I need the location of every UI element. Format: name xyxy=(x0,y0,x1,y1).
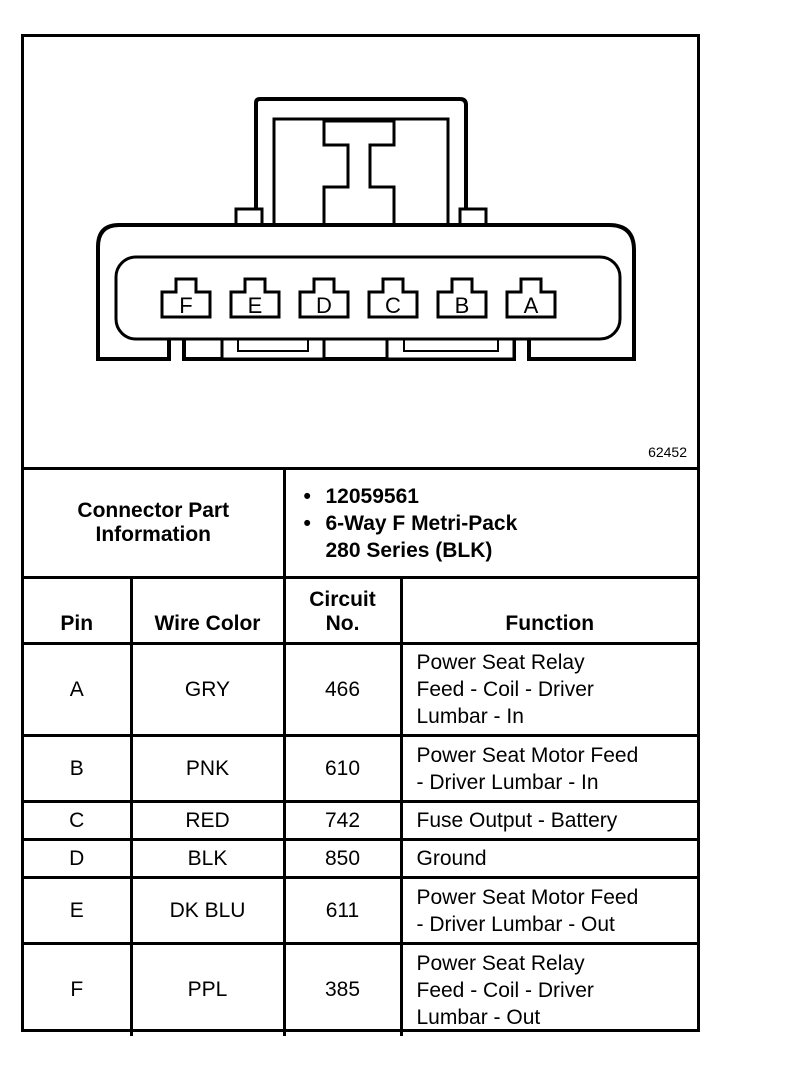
pin-label-d: D xyxy=(316,293,332,318)
connector-table: Connector Part Information •12059561 •6-… xyxy=(24,467,697,1036)
pin-label-b: B xyxy=(455,293,470,318)
pin-cavity-a: A xyxy=(505,277,557,319)
pin-label-f: F xyxy=(179,293,192,318)
pin-label-e: E xyxy=(248,293,263,318)
circuit-cell: 385 xyxy=(282,942,403,1036)
wire-color-cell: BLK xyxy=(129,838,286,879)
part-info-bullets: •12059561 •6-Way F Metri-Pack 280 Series… xyxy=(282,467,697,579)
pin-cavity-c: C xyxy=(367,277,419,319)
pin-cell: C xyxy=(24,800,133,841)
pin-cell: B xyxy=(24,734,133,803)
pin-label-c: C xyxy=(385,293,401,318)
wire-color-cell: PPL xyxy=(129,942,286,1036)
wire-color-cell: RED xyxy=(129,800,286,841)
header-pin: Pin xyxy=(24,576,133,645)
function-cell: Power Seat Motor Feed- Driver Lumbar - O… xyxy=(399,876,697,945)
pin-cell: D xyxy=(24,838,133,879)
pin-cavity-b: B xyxy=(436,277,488,319)
function-cell: Power Seat Motor Feed- Driver Lumbar - I… xyxy=(399,734,697,803)
part-number-bullet: •12059561 xyxy=(303,484,419,508)
circuit-cell: 610 xyxy=(282,734,403,803)
header-wire-color: Wire Color xyxy=(129,576,286,645)
connector-type-bullet: •6-Way F Metri-Pack xyxy=(303,511,518,535)
pin-cavity-f: F xyxy=(160,277,212,319)
circuit-cell: 742 xyxy=(282,800,403,841)
circuit-cell: 850 xyxy=(282,838,403,879)
function-cell: Fuse Output - Battery xyxy=(399,800,697,841)
part-info-row: Connector Part Information •12059561 •6-… xyxy=(24,467,697,579)
header-function: Function xyxy=(399,576,697,645)
figure-id: 62452 xyxy=(648,444,687,460)
pin-cell: F xyxy=(24,942,133,1036)
pin-cell: E xyxy=(24,876,133,945)
circuit-cell: 611 xyxy=(282,876,403,945)
wire-color-cell: PNK xyxy=(129,734,286,803)
pin-label-a: A xyxy=(524,293,539,318)
function-cell: Ground xyxy=(399,838,697,879)
part-info-label: Connector Part Information xyxy=(24,467,286,579)
pin-cell: A xyxy=(24,642,133,737)
circuit-cell: 466 xyxy=(282,642,403,737)
pin-cavity-d: D xyxy=(298,277,350,319)
wire-color-cell: GRY xyxy=(129,642,286,737)
wire-color-cell: DK BLU xyxy=(129,876,286,945)
pin-cavity-e: E xyxy=(229,277,281,319)
